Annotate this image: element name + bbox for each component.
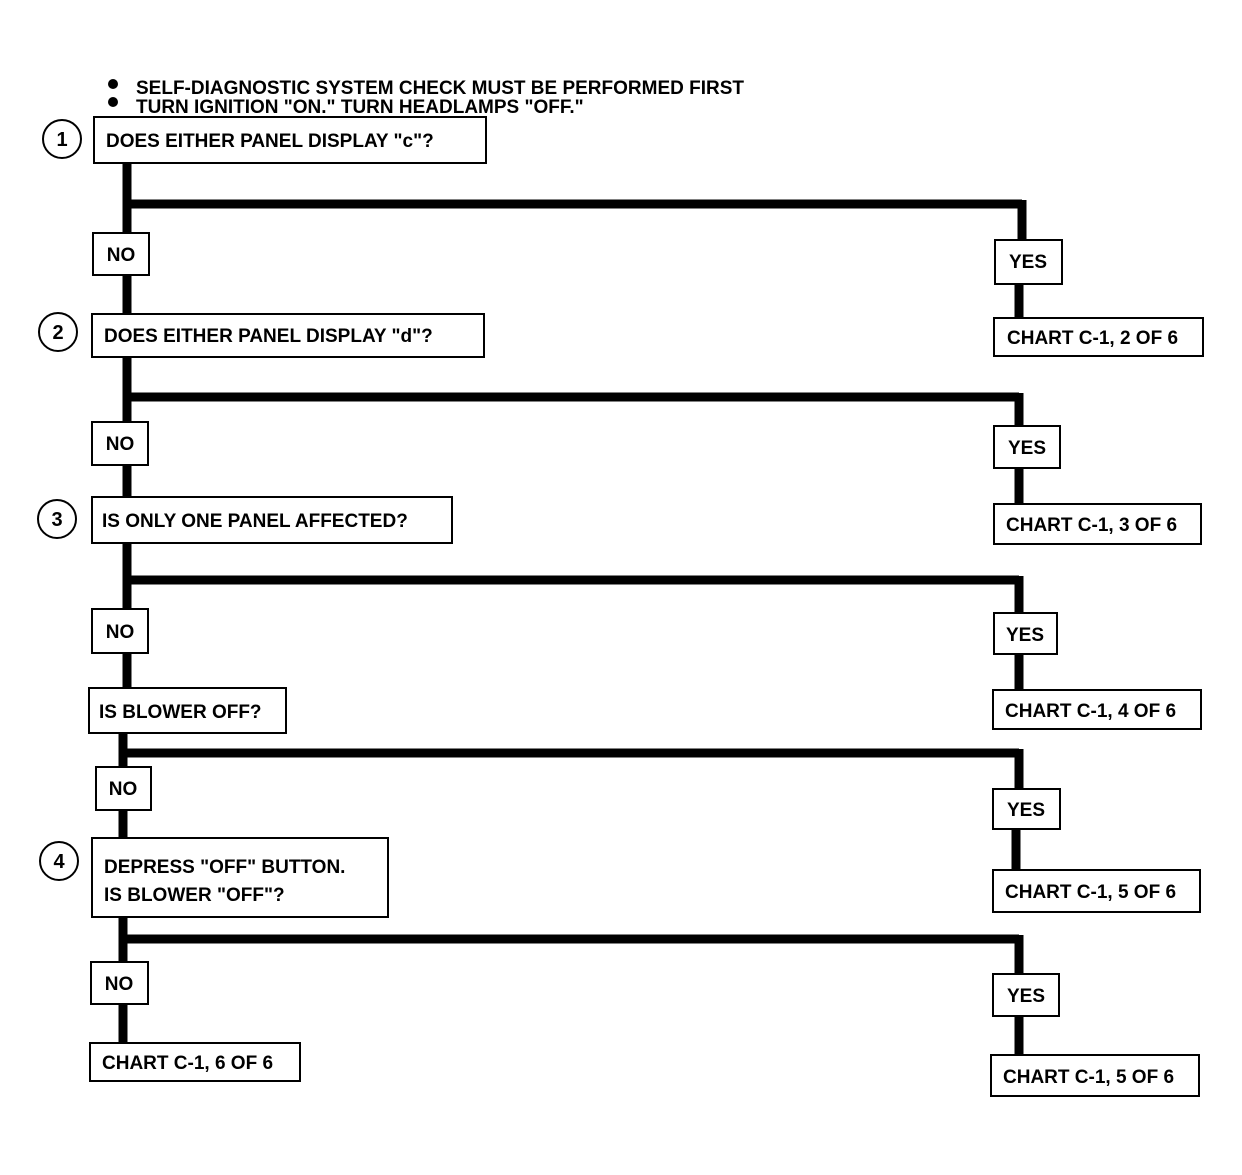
no-label-3: NO xyxy=(91,608,149,654)
yes-label-4: YES xyxy=(992,788,1061,830)
yes-label-1: YES xyxy=(994,239,1063,285)
svg-text:CHART C-1, 5 OF 6: CHART C-1, 5 OF 6 xyxy=(1003,1067,1174,1088)
svg-text:YES: YES xyxy=(1009,252,1047,273)
no-label-5: NO xyxy=(90,961,149,1005)
step-1-number-circle xyxy=(42,119,82,159)
result-box-1: CHART C-1, 2 OF 6 xyxy=(993,317,1204,357)
svg-text:YES: YES xyxy=(1006,625,1044,646)
result-box-yes-final: CHART C-1, 5 OF 6 xyxy=(990,1054,1200,1097)
question-box-4 xyxy=(91,837,389,918)
svg-text:NO: NO xyxy=(105,974,134,995)
bullet-icon xyxy=(108,79,118,89)
step-1-number: 1 xyxy=(56,129,67,151)
yes-label-2: YES xyxy=(993,425,1061,469)
question-4-line-2: IS BLOWER "OFF"? xyxy=(104,885,285,906)
step-4-number-circle xyxy=(39,841,79,881)
question-1-text: DOES EITHER PANEL DISPLAY "c"? xyxy=(106,131,434,152)
bullet-icon xyxy=(108,97,118,107)
step-2: 2 DOES EITHER PANEL DISPLAY "d"? xyxy=(38,312,485,358)
step-2-number: 2 xyxy=(52,322,63,344)
svg-text:NO: NO xyxy=(107,245,136,266)
question-2-text: DOES EITHER PANEL DISPLAY "d"? xyxy=(104,326,433,347)
question-box-blower xyxy=(88,687,287,734)
result-box-2: CHART C-1, 3 OF 6 xyxy=(993,503,1202,545)
svg-text:CHART C-1, 4 OF 6: CHART C-1, 4 OF 6 xyxy=(1005,701,1176,722)
question-box-3 xyxy=(91,496,453,544)
svg-text:YES: YES xyxy=(1007,800,1045,821)
yes-label-5: YES xyxy=(992,973,1060,1017)
step-1: 1 DOES EITHER PANEL DISPLAY "c"? xyxy=(42,116,487,164)
result-box-3: CHART C-1, 4 OF 6 xyxy=(992,689,1202,730)
svg-text:CHART C-1, 2 OF 6: CHART C-1, 2 OF 6 xyxy=(1007,328,1178,349)
svg-text:YES: YES xyxy=(1008,438,1046,459)
result-box-4: CHART C-1, 5 OF 6 xyxy=(992,869,1201,913)
svg-text:CHART C-1, 5 OF 6: CHART C-1, 5 OF 6 xyxy=(1005,882,1176,903)
step-3: 3 IS ONLY ONE PANEL AFFECTED? xyxy=(37,496,453,544)
question-blower-text: IS BLOWER OFF? xyxy=(99,702,262,723)
result-box-no-final: CHART C-1, 6 OF 6 xyxy=(89,1042,301,1082)
svg-text:YES: YES xyxy=(1007,986,1045,1007)
connector-lines xyxy=(118,163,1027,1055)
question-box-1 xyxy=(93,116,487,164)
svg-text:CHART C-1, 6 OF 6: CHART C-1, 6 OF 6 xyxy=(102,1053,273,1074)
no-label-2: NO xyxy=(91,421,149,466)
step-4-number: 4 xyxy=(53,851,65,873)
step-4: 4 DEPRESS "OFF" BUTTON. IS BLOWER "OFF"? xyxy=(39,837,389,918)
svg-text:NO: NO xyxy=(109,779,138,800)
no-label-4: NO xyxy=(95,766,152,811)
svg-text:NO: NO xyxy=(106,622,135,643)
yes-label-3: YES xyxy=(993,612,1058,655)
question-4-line-1: DEPRESS "OFF" BUTTON. xyxy=(104,857,345,878)
step-3-number: 3 xyxy=(51,509,62,531)
svg-text:NO: NO xyxy=(106,434,135,455)
no-label-1: NO xyxy=(92,232,150,276)
question-box-2 xyxy=(91,313,485,358)
note-1: SELF-DIAGNOSTIC SYSTEM CHECK MUST BE PER… xyxy=(136,78,744,99)
question-3-text: IS ONLY ONE PANEL AFFECTED? xyxy=(102,511,408,532)
step-2-number-circle xyxy=(38,312,78,352)
step-blower-off: IS BLOWER OFF? xyxy=(88,687,287,734)
svg-text:CHART C-1, 3 OF 6: CHART C-1, 3 OF 6 xyxy=(1006,515,1177,536)
step-3-number-circle xyxy=(37,499,77,539)
note-2: TURN IGNITION "ON." TURN HEADLAMPS "OFF.… xyxy=(136,97,584,118)
